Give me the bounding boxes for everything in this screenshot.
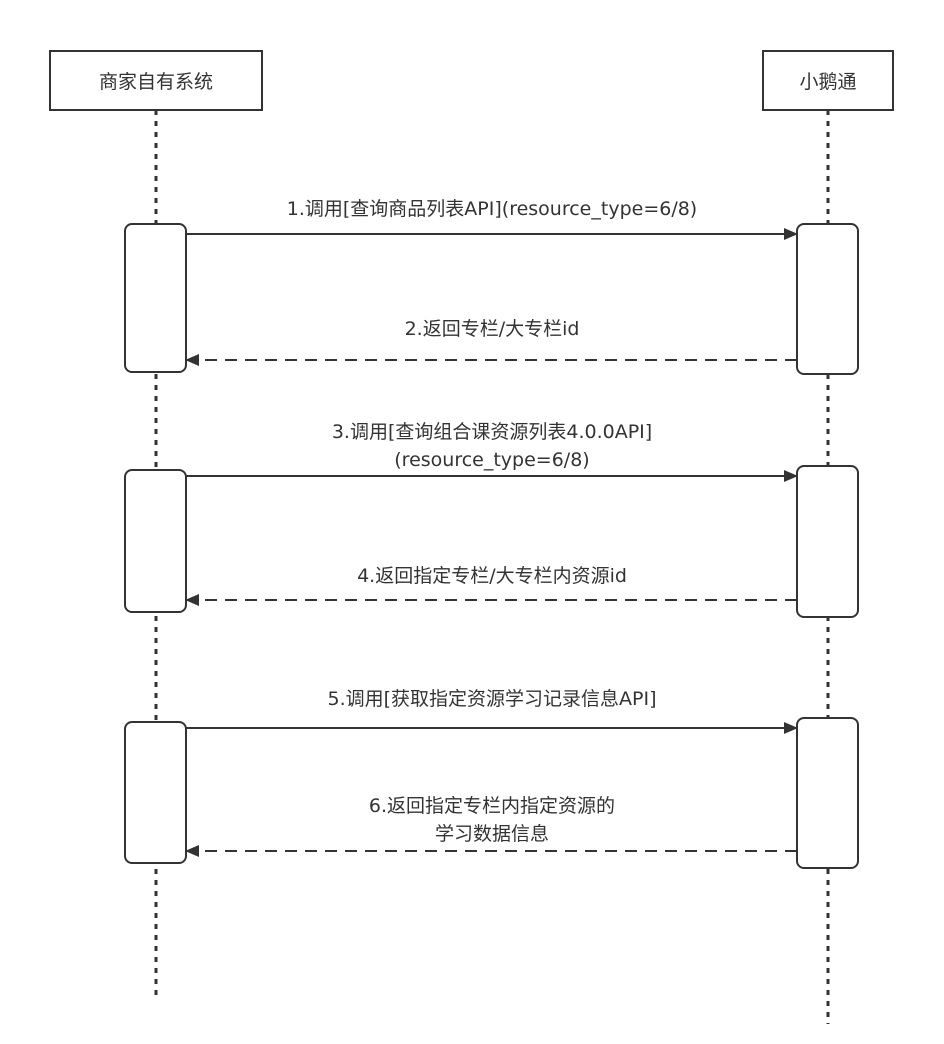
message-6: 6.返回指定专栏内指定资源的 学习数据信息 <box>185 795 797 857</box>
message-2-label: 2.返回专栏/大专栏id <box>405 318 580 340</box>
activation-merchant-2 <box>124 469 187 613</box>
message-1: 1.调用[查询商品列表API](resource_type=6/8) <box>186 198 798 240</box>
message-3-label-line1: 3.调用[查询组合课资源列表4.0.0API] <box>332 421 652 443</box>
activation-merchant-3 <box>124 721 187 864</box>
message-4: 4.返回指定专栏/大专栏内资源id <box>185 565 797 606</box>
activation-xiaoetong-3 <box>796 717 859 869</box>
message-4-label: 4.返回指定专栏/大专栏内资源id <box>357 565 627 587</box>
message-6-label-line2: 学习数据信息 <box>435 823 549 845</box>
participant-xiaoetong: 小鹅通 <box>762 50 894 111</box>
participant-merchant: 商家自有系统 <box>49 50 263 111</box>
message-1-label: 1.调用[查询商品列表API](resource_type=6/8) <box>287 198 697 220</box>
message-2: 2.返回专栏/大专栏id <box>185 318 797 366</box>
message-5: 5.调用[获取指定资源学习记录信息API] <box>186 688 798 734</box>
participant-label: 商家自有系统 <box>99 71 213 93</box>
message-6-label-line1: 6.返回指定专栏内指定资源的 <box>369 795 615 817</box>
message-3-label-line2: (resource_type=6/8) <box>394 449 589 471</box>
participant-label: 小鹅通 <box>799 71 856 93</box>
activation-merchant-1 <box>124 223 187 373</box>
message-5-label: 5.调用[获取指定资源学习记录信息API] <box>327 688 656 710</box>
activation-xiaoetong-2 <box>796 465 859 618</box>
message-3: 3.调用[查询组合课资源列表4.0.0API] (resource_type=6… <box>186 421 798 482</box>
activation-xiaoetong-1 <box>796 223 859 375</box>
